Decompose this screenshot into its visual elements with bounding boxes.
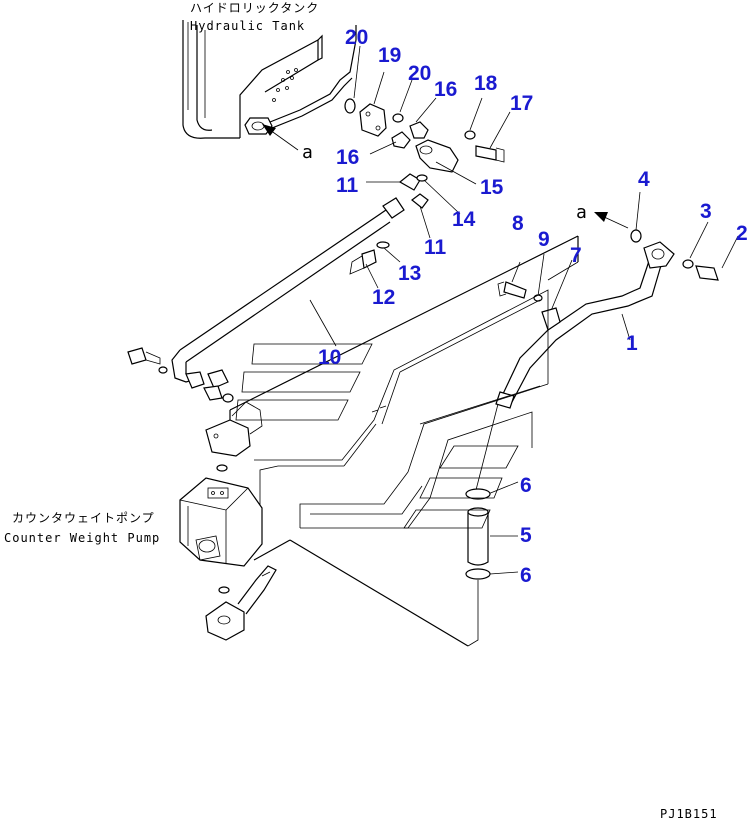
frame-outline bbox=[229, 235, 579, 647]
hose-clamp-6-lower bbox=[465, 568, 491, 580]
callout-16-lower: 16 bbox=[336, 146, 359, 169]
callout-18: 18 bbox=[474, 72, 498, 95]
split-flange-16-upper bbox=[409, 121, 429, 139]
bolt-17 bbox=[475, 145, 497, 161]
callout-5: 5 bbox=[520, 524, 532, 547]
pump-label-jp: カウンタウェイトポンプ bbox=[12, 511, 155, 525]
callout-20-upper: 20 bbox=[345, 26, 368, 49]
hydraulic-tank bbox=[182, 20, 357, 139]
figure-code: PJ1B151 bbox=[660, 807, 718, 821]
view-ref-a-right: a bbox=[576, 202, 587, 223]
callout-1: 1 bbox=[626, 332, 638, 355]
clamp-7 bbox=[541, 307, 561, 331]
callout-14: 14 bbox=[452, 208, 476, 231]
direction-arrows bbox=[262, 124, 629, 229]
washer-18 bbox=[464, 130, 476, 140]
callout-6-lower: 6 bbox=[520, 564, 532, 587]
o-ring-14 bbox=[416, 174, 428, 182]
callout-2: 2 bbox=[736, 222, 748, 245]
tank-label-en: Hydraulic Tank bbox=[190, 19, 305, 33]
callout-20-lower: 20 bbox=[408, 62, 431, 85]
hose-5-assembly bbox=[465, 403, 499, 647]
washer-13 bbox=[376, 241, 390, 249]
callout-numbers: 20 19 20 16 18 17 16 15 11 14 11 13 12 8… bbox=[318, 26, 748, 587]
callout-11-lower: 11 bbox=[424, 236, 447, 259]
o-ring-4 bbox=[630, 229, 642, 243]
o-ring-20-upper bbox=[344, 98, 356, 114]
tube-1 bbox=[495, 229, 719, 409]
elbow-15 bbox=[415, 139, 459, 173]
callout-8: 8 bbox=[512, 212, 524, 235]
bolt-12 bbox=[361, 249, 377, 269]
callout-12: 12 bbox=[372, 286, 395, 309]
split-flange-11-lower bbox=[411, 193, 429, 209]
hose-5 bbox=[467, 511, 489, 566]
tank-bolt-holes bbox=[272, 68, 298, 102]
captions: ハイドロリックタンク Hydraulic Tank カウンタウェイトポンプ Co… bbox=[4, 1, 718, 821]
callout-17: 17 bbox=[510, 92, 533, 115]
callout-16-upper: 16 bbox=[434, 78, 457, 101]
bolt-8 bbox=[503, 281, 527, 299]
callout-7: 7 bbox=[570, 244, 582, 267]
callout-3: 3 bbox=[700, 200, 712, 223]
callout-4: 4 bbox=[638, 168, 650, 191]
pump-label-en: Counter Weight Pump bbox=[4, 531, 160, 545]
callout-10: 10 bbox=[318, 346, 341, 369]
bolt-2 bbox=[695, 265, 719, 281]
callout-6-upper: 6 bbox=[520, 474, 532, 497]
callout-19: 19 bbox=[378, 44, 401, 67]
callout-15: 15 bbox=[480, 176, 504, 199]
view-ref-a-left: a bbox=[302, 142, 313, 163]
washer-9 bbox=[533, 294, 543, 302]
upper-fittings bbox=[344, 98, 505, 275]
hose-10 bbox=[127, 197, 405, 401]
callout-13: 13 bbox=[398, 262, 421, 285]
flange-19 bbox=[359, 103, 387, 137]
hose-clamp-6-upper bbox=[465, 488, 491, 500]
washer-3 bbox=[682, 259, 694, 269]
callout-11-upper: 11 bbox=[336, 174, 359, 197]
pump-flange-lower bbox=[205, 601, 245, 641]
callout-9: 9 bbox=[538, 228, 550, 251]
split-flange-16-lower bbox=[391, 131, 411, 149]
leader-lines bbox=[309, 45, 739, 575]
pump-elbow-upper bbox=[205, 419, 251, 457]
o-ring-20-lower bbox=[392, 113, 404, 123]
tank-label-jp: ハイドロリックタンク bbox=[190, 1, 319, 15]
counter-weight-pump bbox=[179, 393, 277, 641]
